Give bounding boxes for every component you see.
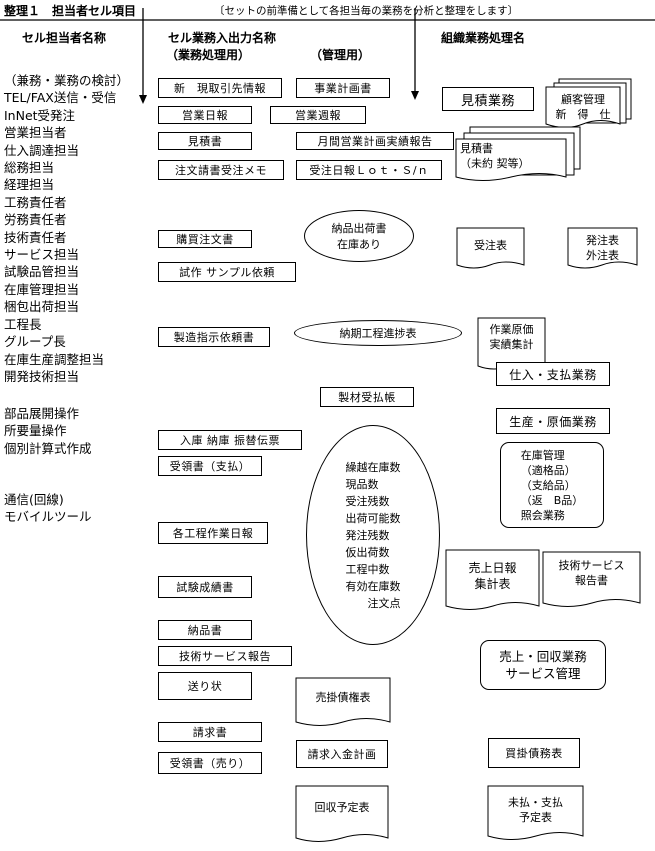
role-item: モバイルツール xyxy=(4,509,92,525)
estimate-doc-stack xyxy=(455,126,581,181)
column-io-processing: （業務処理用） xyxy=(166,48,251,62)
collect-plan-text: 回収予定表 xyxy=(314,801,370,814)
box-delivery-note: 納品書 xyxy=(158,620,252,640)
role-item: 技術責任者 xyxy=(4,229,67,245)
box-receipt-sales: 受領書（売り） xyxy=(158,752,262,774)
role-item: 工務責任者 xyxy=(4,194,67,210)
collect-plan-doc xyxy=(295,785,389,842)
box-purchase-order: 購買注文書 xyxy=(158,230,252,248)
box-sales-weekly-report: 営業週報 xyxy=(270,106,366,124)
order-table-doc xyxy=(456,227,525,269)
box-sample-request: 試作 サンプル依頼 xyxy=(158,262,296,282)
stock-mgmt-text: 在庫管理 （適格品） （支給品） （返 B品） 照会業務 xyxy=(520,448,584,522)
box-production-cost: 生産・原価業務 xyxy=(496,408,610,434)
customer-mgmt-text: 顧客管理 新 得 仕 xyxy=(555,93,611,121)
column-io-management: （管理用） xyxy=(310,48,371,62)
sales-daily-text: 売上日報 集計表 xyxy=(468,561,517,591)
role-item: 開発技術担当 xyxy=(4,368,80,384)
tech-report-text: 技術サービス 報告書 xyxy=(558,559,625,587)
box-manufacturing-order: 製造指示依頼書 xyxy=(158,327,270,347)
purchase-table-doc xyxy=(567,227,638,269)
box-receipt-payment: 受領書（支払） xyxy=(158,456,262,476)
box-invoice-slip: 送り状 xyxy=(158,672,252,700)
role-list-3: 通信(回線) モバイルツール xyxy=(4,491,92,526)
role-item: グループ長 xyxy=(4,334,66,350)
header-note: 〔セットの前準備として各担当毎の業務を分析と整理をします〕 xyxy=(214,5,519,17)
box-monthly-sales-plan: 月間営業計画実績報告 xyxy=(296,132,454,150)
role-item: 仕入調達担当 xyxy=(4,142,80,158)
box-stock-slip: 入庫 納庫 振替伝票 xyxy=(158,430,302,450)
role-list-2: 部品展開操作 所要量操作 個別計算式作成 xyxy=(4,405,92,457)
box-material-ledger: 製材受払帳 xyxy=(320,387,414,407)
role-item: 労務責任者 xyxy=(4,212,67,228)
role-item: 在庫生産調整担当 xyxy=(4,351,105,367)
box-sales-daily-report: 営業日報 xyxy=(158,106,252,124)
box-tech-service-report: 技術サービス報告 xyxy=(158,646,292,666)
column-org: 組織業務処理名 xyxy=(441,31,526,45)
ellipse-inventory-counts: 繰越在庫数 現品数 受注残数 出荷可能数 発注残数 仮出荷数 工程中数 有効在庫… xyxy=(306,425,440,645)
role-item: サービス担当 xyxy=(4,247,80,263)
box-business-plan: 事業計画書 xyxy=(296,78,390,98)
box-test-report: 試験成績書 xyxy=(158,576,252,598)
purchase-table-text: 発注表 外注表 xyxy=(586,234,619,262)
sales-daily-doc xyxy=(445,549,540,610)
page-title: 整理１ 担当者セル項目 xyxy=(4,4,137,18)
order-table-text: 受注表 xyxy=(474,239,507,252)
role-item: 所要量操作 xyxy=(4,423,67,439)
role-item: InNet受発注 xyxy=(4,107,76,123)
receivable-doc xyxy=(295,677,391,726)
estimate-doc-text: 見積書 （未約 契等） xyxy=(460,142,530,170)
box-new-client-info: 新 現取引先情報 xyxy=(158,78,282,98)
role-item: 部品展開操作 xyxy=(4,406,80,421)
role-item: 通信(回線) xyxy=(4,492,64,507)
stock-mgmt-panel: 在庫管理 （適格品） （支給品） （返 B品） 照会業務 xyxy=(500,442,604,528)
sales-collection-panel: 売上・回収業務 サービス管理 xyxy=(480,640,606,690)
role-item: 梱包出荷担当 xyxy=(4,299,80,315)
role-item: 総務担当 xyxy=(4,160,55,176)
arrow-left-head xyxy=(139,95,147,104)
role-item: TEL/FAX送信・受信 xyxy=(4,90,117,106)
box-billing-plan: 請求入金計画 xyxy=(296,740,388,768)
role-item: 試験品管担当 xyxy=(4,264,80,280)
box-bill: 請求書 xyxy=(158,722,262,742)
tech-report-doc xyxy=(542,551,641,607)
unpaid-doc xyxy=(487,785,584,840)
box-process-daily-report: 各工程作業日報 xyxy=(158,522,268,544)
arrow-right-head xyxy=(411,91,419,100)
receivable-text: 売掛債権表 xyxy=(315,691,371,704)
role-item: 個別計算式作成 xyxy=(4,440,92,456)
role-item: 工程長 xyxy=(4,316,42,332)
unpaid-text: 未払・支払 予定表 xyxy=(508,796,563,824)
ellipse-progress-table: 納期工程進捗表 xyxy=(294,320,462,346)
role-item: （兼務・業務の検討） xyxy=(4,73,130,88)
box-order-memo: 注文請書受注メモ xyxy=(158,160,284,180)
inventory-count-list: 繰越在庫数 現品数 受注残数 出荷可能数 発注残数 仮出荷数 工程中数 有効在庫… xyxy=(345,460,401,610)
role-item: 営業担当者 xyxy=(4,125,67,141)
box-payable: 買掛債務表 xyxy=(488,738,580,768)
box-purchase-payment: 仕入・支払業務 xyxy=(496,362,610,386)
ellipse-delivery-stock: 納品出荷書 在庫あり xyxy=(304,210,414,262)
role-item: 在庫管理担当 xyxy=(4,281,80,297)
role-item: 経理担当 xyxy=(4,177,55,193)
column-cell-owner: セル担当者名称 xyxy=(22,31,107,45)
role-list-1: （兼務・業務の検討） TEL/FAX送信・受信 InNet受発注 営業担当者 仕… xyxy=(4,72,129,385)
column-io-title: セル業務入出力名称 xyxy=(168,31,277,45)
box-order-lot-report: 受注日報Ｌｏｔ・Ｓ/ｎ xyxy=(296,160,442,180)
box-estimate: 見積書 xyxy=(158,132,252,150)
box-estimate-work: 見積業務 xyxy=(442,87,534,111)
cost-summary-text: 作業原価 実績集計 xyxy=(489,323,534,351)
customer-doc-stack xyxy=(545,78,632,128)
